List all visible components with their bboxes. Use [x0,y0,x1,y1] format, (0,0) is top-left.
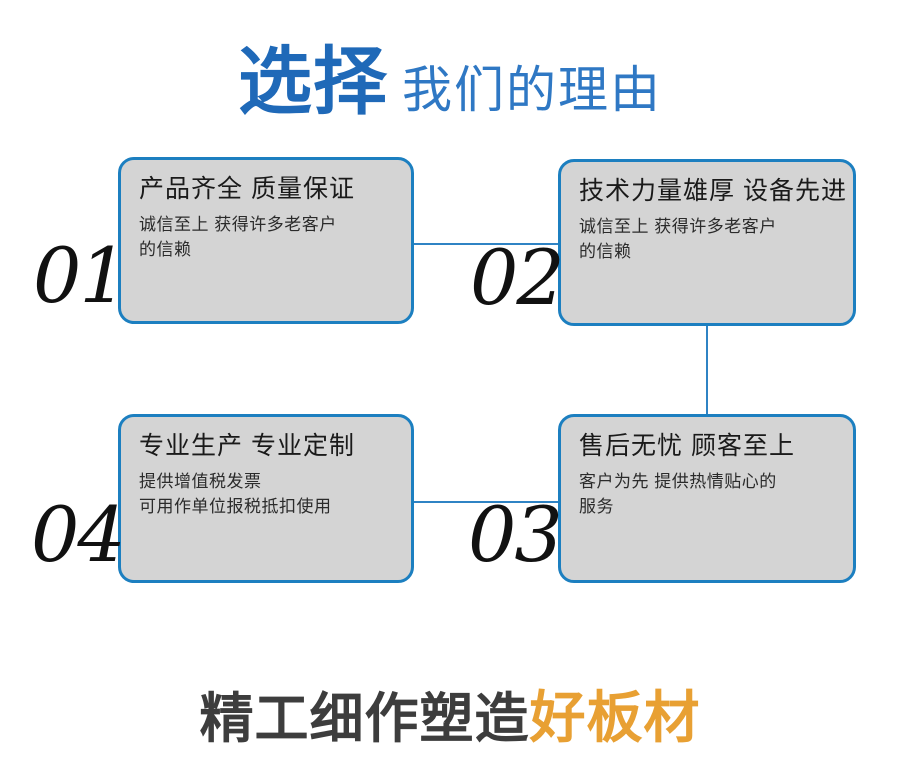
feature-card-04-body: 提供增值税发票 可用作单位报税抵扣使用 [139,470,395,519]
step-number-02: 02 [470,233,565,322]
step-number-01: 01 [33,231,128,320]
feature-card-04-body-line-2: 可用作单位报税抵扣使用 [139,496,332,516]
feature-card-03-body-line-2: 服务 [579,496,614,516]
feature-card-02[interactable]: 技术力量雄厚 设备先进 诚信至上 获得许多老客户 的信赖 [558,159,856,326]
footer-slogan-lead: 精工细作塑造 [199,689,530,749]
step-number-03: 03 [468,490,563,579]
connector-card-01-to-02 [410,243,562,245]
connector-card-04-to-03 [410,501,562,503]
feature-card-02-body: 诚信至上 获得许多老客户 的信赖 [579,215,837,264]
page-title-rest: 我们的理由 [402,62,662,118]
feature-card-04-body-line-1: 提供增值税发票 [139,472,262,491]
feature-card-03[interactable]: 售后无忧 顾客至上 客户为先 提供热情贴心的 服务 [558,414,856,583]
feature-card-04[interactable]: 专业生产 专业定制 提供增值税发票 可用作单位报税抵扣使用 [118,414,414,583]
footer-slogan: 精工细作塑造好板材 [0,673,900,754]
step-number-04: 04 [31,490,126,579]
feature-card-02-title: 技术力量雄厚 设备先进 [579,177,847,205]
feature-card-02-body-line-1: 诚信至上 获得许多老客户 [579,217,777,236]
feature-card-03-body-line-1: 客户为先 提供热情贴心的 [579,472,777,491]
feature-card-01[interactable]: 产品齐全 质量保证 诚信至上 获得许多老客户 的信赖 [118,157,414,324]
feature-card-01-body-line-1: 诚信至上 获得许多老客户 [139,215,337,234]
feature-card-01-body: 诚信至上 获得许多老客户 的信赖 [139,213,395,262]
footer-slogan-highlight: 好板材 [529,686,701,751]
feature-card-02-body-line-2: 的信赖 [579,241,632,261]
feature-card-01-body-line-2: 的信赖 [139,239,192,259]
feature-card-03-title: 售后无忧 顾客至上 [579,432,795,460]
page-title: 选择我们的理由 [0,22,900,129]
connector-card-02-to-03 [706,324,708,416]
feature-card-01-title: 产品齐全 质量保证 [139,175,355,203]
page-title-emphasis: 选择 [238,39,388,125]
feature-card-04-title: 专业生产 专业定制 [139,432,355,460]
feature-card-03-body: 客户为先 提供热情贴心的 服务 [579,470,837,519]
